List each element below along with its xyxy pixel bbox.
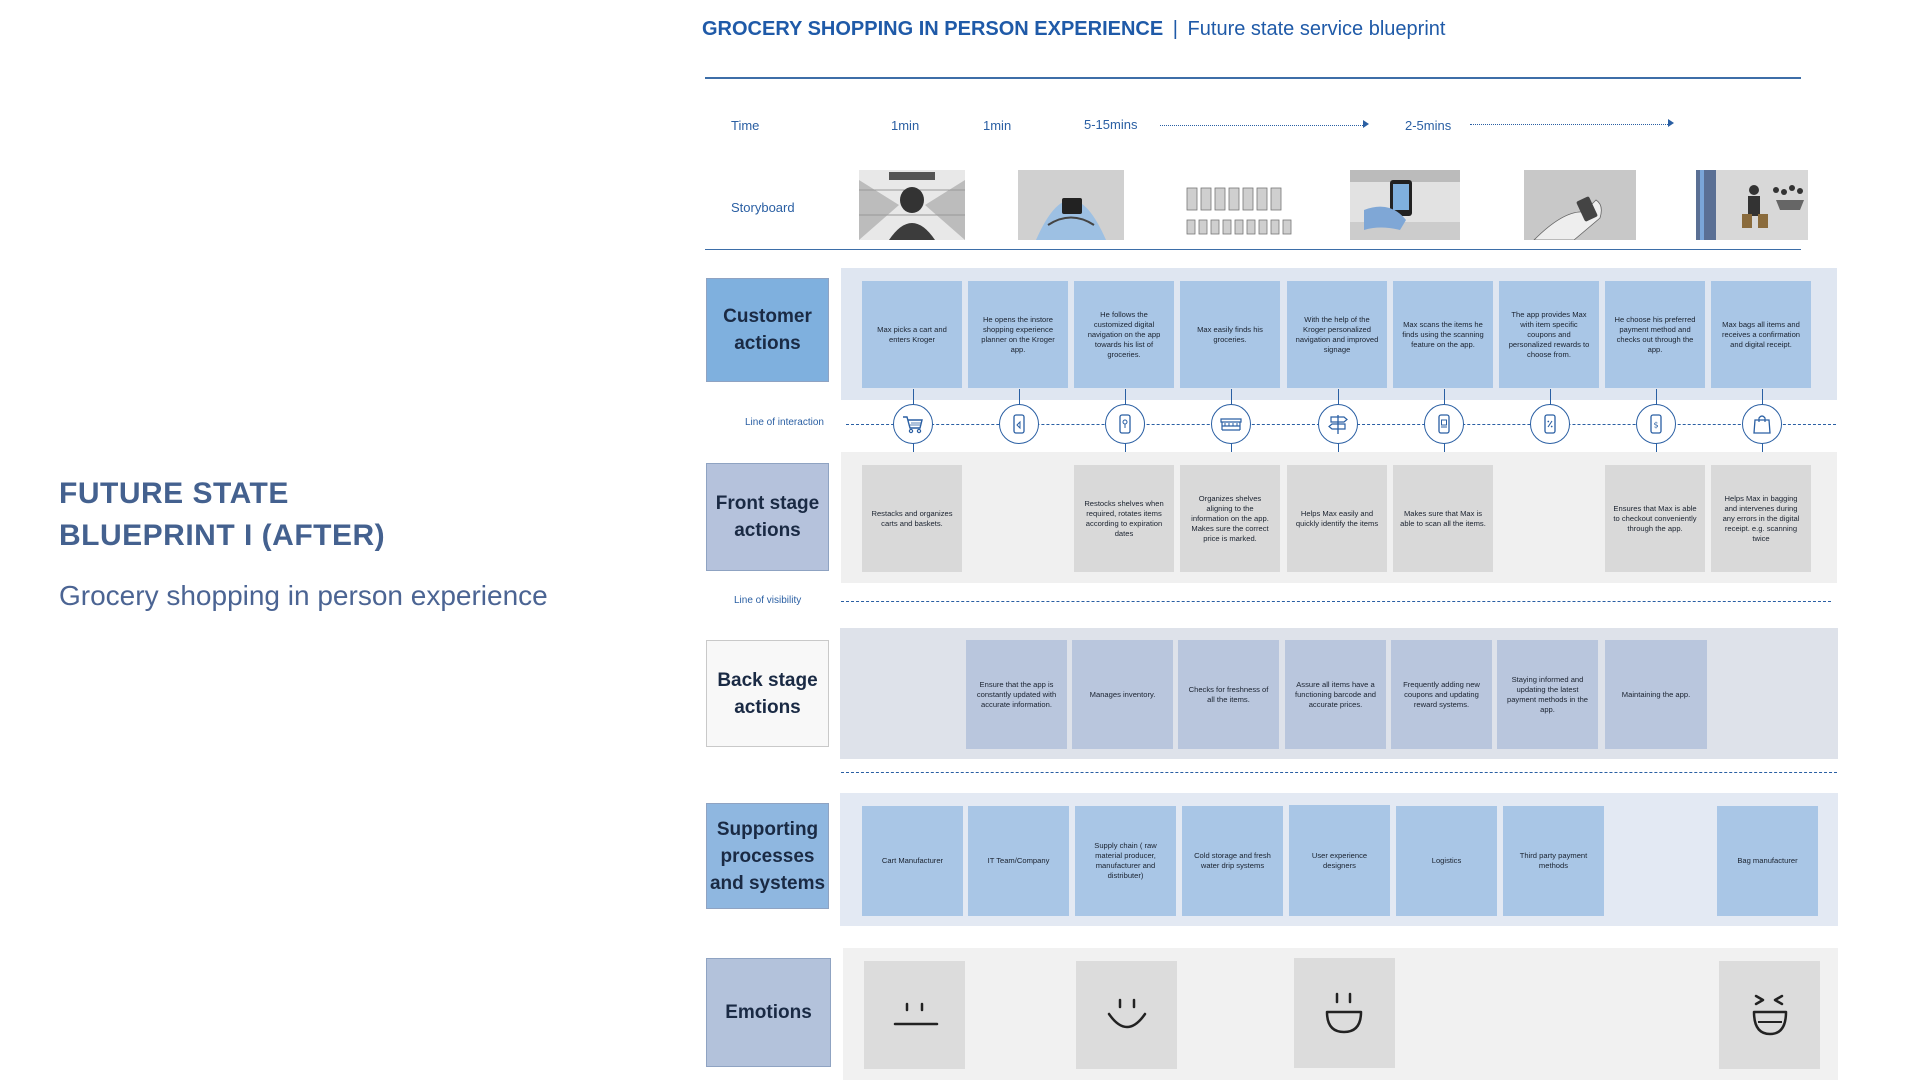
emotion-card	[864, 961, 965, 1069]
customer-actions-header: Customer actions	[706, 278, 829, 382]
customer-action-card: With the help of the Kroger personalized…	[1287, 281, 1387, 388]
page-title: FUTURE STATE BLUEPRINT I (AFTER)	[59, 473, 385, 557]
customer-action-card: He follows the customized digital naviga…	[1074, 281, 1174, 388]
payment-icon: $	[1636, 404, 1676, 444]
coupon-icon	[1530, 404, 1570, 444]
header-separator: |	[1172, 18, 1178, 40]
app-open-icon	[999, 404, 1039, 444]
supporting-card: User experience designers	[1289, 805, 1390, 916]
page-title-line1: FUTURE STATE	[59, 477, 289, 510]
emotions-header: Emotions	[706, 958, 831, 1067]
front-stage-card: Organizes shelves aligning to the inform…	[1180, 465, 1280, 572]
front-stage-card: Ensures that Max is able to checkout con…	[1605, 465, 1705, 572]
storyboard-frame-bagging	[1696, 170, 1808, 240]
front-stage-card: Restacks and organizes carts and baskets…	[862, 465, 962, 572]
storyboard-frame-app	[1018, 170, 1124, 240]
storyboard-frame-cart	[859, 170, 965, 240]
emotion-card	[1719, 961, 1820, 1069]
back-stage-card: Frequently adding new coupons and updati…	[1391, 640, 1492, 749]
back-stage-header: Back stage actions	[706, 640, 829, 747]
supporting-card: Third party payment methods	[1503, 806, 1604, 916]
time-value: 1min	[983, 118, 1012, 133]
emotion-card	[1076, 961, 1177, 1069]
happy-face-icon	[1325, 992, 1362, 1034]
customer-action-card: The app provides Max with item specific …	[1499, 281, 1599, 388]
page-title-line2: BLUEPRINT I (AFTER)	[59, 519, 386, 552]
supporting-card: Bag manufacturer	[1717, 806, 1818, 916]
supporting-card: Cold storage and fresh water drip system…	[1182, 806, 1283, 916]
line-of-internal-interaction	[841, 772, 1837, 773]
smile-face-icon	[1107, 998, 1146, 1029]
arrow-head	[1668, 119, 1674, 127]
storyboard-frame-shelves	[1183, 170, 1295, 240]
supporting-header: Supporting processes and systems	[706, 803, 829, 909]
customer-action-card: Max scans the items he finds using the s…	[1393, 281, 1493, 388]
storyboard-label: Storyboard	[731, 200, 795, 215]
storyboard-frame-scan	[1350, 170, 1460, 240]
supporting-card: IT Team/Company	[968, 806, 1069, 916]
time-value: 2-5mins	[1405, 118, 1452, 133]
customer-action-card: Max bags all items and receives a confir…	[1711, 281, 1811, 388]
front-stage-card: Helps Max easily and quickly identify th…	[1287, 465, 1387, 572]
time-label: Time	[731, 118, 760, 133]
storyboard-frame-checkout	[1524, 170, 1636, 240]
cart-icon	[893, 404, 933, 444]
page-subtitle: Grocery shopping in person experience	[59, 580, 548, 611]
front-stage-card: Helps Max in bagging and intervenes duri…	[1711, 465, 1811, 572]
back-stage-card: Assure all items have a functioning barc…	[1285, 640, 1386, 749]
signpost-icon	[1318, 404, 1358, 444]
back-stage-card: Ensure that the app is constantly update…	[966, 640, 1067, 749]
laughing-face-icon	[1752, 994, 1787, 1036]
time-value: 5-15mins	[1084, 117, 1138, 132]
blueprint-header-main: GROCERY SHOPPING IN PERSON EXPERIENCE	[702, 18, 1164, 40]
neutral-face-icon	[893, 1002, 938, 1026]
emotion-card	[1294, 958, 1395, 1068]
storyboard-rule	[705, 249, 1801, 250]
svg-text:$: $	[1653, 421, 1658, 430]
arrow-head	[1363, 120, 1369, 128]
supporting-card: Supply chain ( raw material producer, ma…	[1075, 806, 1176, 916]
line-of-interaction-label: Line of interaction	[745, 417, 824, 428]
time-value: 1min	[891, 118, 920, 133]
supporting-card: Logistics	[1396, 806, 1497, 916]
customer-action-card: Max picks a cart and enters Kroger	[862, 281, 962, 388]
line-of-visibility	[841, 601, 1831, 602]
shelf-icon	[1211, 404, 1251, 444]
time-span-arrow	[1160, 125, 1365, 126]
back-stage-card: Manages inventory.	[1072, 640, 1173, 749]
front-stage-card: Restocks shelves when required, rotates …	[1074, 465, 1174, 572]
blueprint-header: GROCERY SHOPPING IN PERSON EXPERIENCE | …	[702, 18, 1445, 41]
line-of-visibility-label: Line of visibility	[734, 595, 802, 606]
front-stage-card: Makes sure that Max is able to scan all …	[1393, 465, 1493, 572]
blueprint-header-sub: Future state service blueprint	[1187, 18, 1446, 40]
front-stage-header: Front stage actions	[706, 463, 829, 571]
customer-action-card: He opens the instore shopping experience…	[968, 281, 1068, 388]
customer-action-card: He choose his preferred payment method a…	[1605, 281, 1705, 388]
time-span-arrow	[1470, 124, 1670, 125]
header-rule	[705, 77, 1801, 79]
back-stage-card: Staying informed and updating the latest…	[1497, 640, 1598, 749]
bag-icon	[1742, 404, 1782, 444]
phone-navigation-icon	[1105, 404, 1145, 444]
back-stage-card: Checks for freshness of all the items.	[1178, 640, 1279, 749]
connector	[1019, 389, 1020, 406]
back-stage-card: Maintaining the app.	[1605, 640, 1707, 749]
supporting-card: Cart Manufacturer	[862, 806, 963, 916]
scan-icon	[1424, 404, 1464, 444]
connector	[1550, 389, 1551, 406]
customer-action-card: Max easily finds his groceries.	[1180, 281, 1280, 388]
